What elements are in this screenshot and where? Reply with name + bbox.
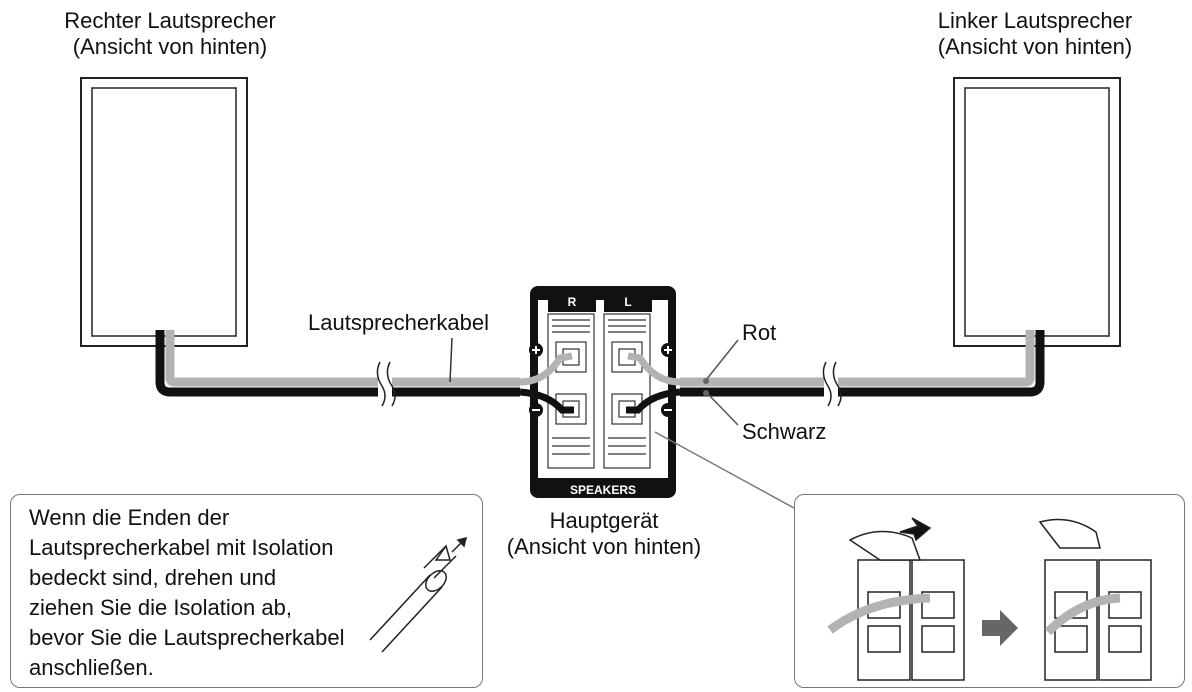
terminal-detail-illustration	[827, 517, 1152, 681]
speaker-cable-left	[680, 330, 1045, 426]
right-speaker-title: Rechter Lautsprecher	[64, 8, 276, 33]
speaker-cable-right	[155, 330, 520, 407]
terminal-detail-box	[794, 494, 1185, 688]
left-speaker	[953, 77, 1121, 347]
insulation-note-box: Wenn die Enden der Lautsprecherkabel mit…	[10, 494, 483, 688]
black-wire-label: Schwarz	[742, 419, 827, 444]
terminal-label-r: R	[568, 295, 577, 309]
note-line: Wenn die Enden der	[29, 505, 230, 530]
insulation-note-text: Wenn die Enden der Lautsprecherkabel mit…	[29, 503, 369, 683]
left-speaker-label: Linker Lautsprecher (Ansicht von hinten)	[900, 8, 1170, 60]
note-line: bedeckt sind, drehen und	[29, 565, 277, 590]
minus-mark-left	[529, 403, 543, 417]
main-unit-subtitle: (Ansicht von hinten)	[506, 534, 702, 559]
note-line: ziehen Sie die Isolation ab,	[29, 595, 292, 620]
detail-leader-line	[654, 431, 795, 509]
minus-mark-right	[661, 403, 675, 417]
speaker-cable-label: Lautsprecherkabel	[308, 310, 490, 335]
plus-mark-right	[661, 343, 675, 357]
note-line: Lautsprecherkabel mit Isolation	[29, 535, 334, 560]
right-speaker-label: Rechter Lautsprecher (Ansicht von hinten…	[30, 8, 310, 60]
terminal-panel: R L SPEAKERS	[519, 286, 681, 498]
note-line: anschließen.	[29, 655, 154, 680]
left-speaker-subtitle: (Ansicht von hinten)	[937, 34, 1133, 59]
main-unit-label: Hauptgerät (Ansicht von hinten)	[488, 508, 720, 560]
note-line: bevor Sie die Lautsprecherkabel	[29, 625, 345, 650]
red-wire-label: Rot	[742, 320, 777, 345]
terminal-label-l: L	[624, 295, 631, 309]
right-speaker	[80, 77, 248, 347]
terminal-footer: SPEAKERS	[570, 483, 636, 497]
plus-mark-left	[529, 343, 543, 357]
main-unit-title: Hauptgerät	[549, 508, 659, 533]
right-speaker-subtitle: (Ansicht von hinten)	[72, 34, 268, 59]
left-speaker-title: Linker Lautsprecher	[937, 8, 1133, 33]
wire-strip-illustration	[369, 536, 468, 653]
